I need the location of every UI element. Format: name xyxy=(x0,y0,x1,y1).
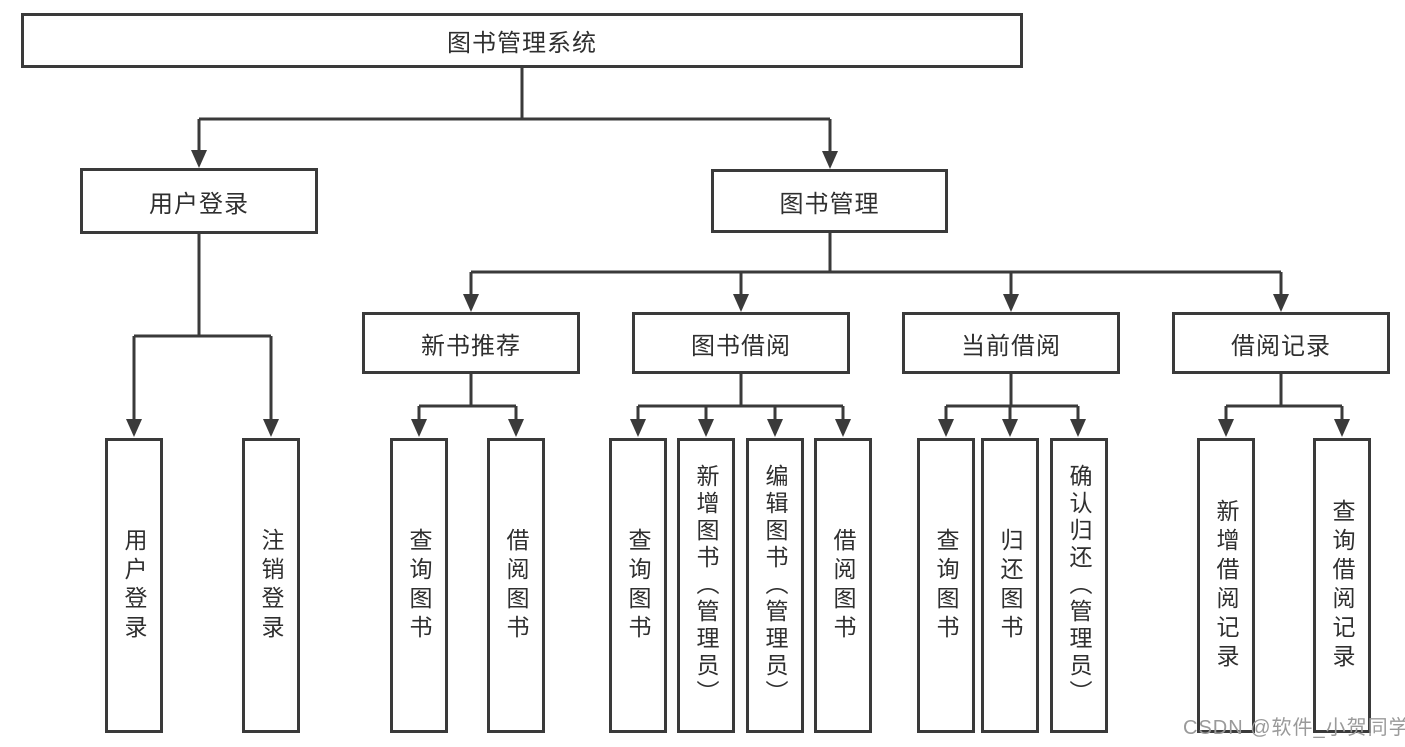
arrowhead xyxy=(767,419,783,437)
leaf-add-borrow-record: 新增借阅记录 xyxy=(1197,438,1255,733)
leaf-query-borrow-record: 查询借阅记录 xyxy=(1313,438,1371,733)
arrowhead xyxy=(698,419,714,437)
node-user-login: 用户登录 xyxy=(80,168,318,234)
node-borrowing-records: 借阅记录 xyxy=(1172,312,1390,374)
arrowhead xyxy=(822,151,838,169)
arrowhead xyxy=(1218,419,1234,437)
node-book-borrowing: 图书借阅 xyxy=(632,312,850,374)
arrowhead xyxy=(630,419,646,437)
leaf-confirm-return-admin: 确认归还（管理员） xyxy=(1050,438,1108,733)
node-current-borrowing: 当前借阅 xyxy=(902,312,1120,374)
arrowhead xyxy=(1003,294,1019,312)
arrowhead xyxy=(733,294,749,312)
leaf-add-books-admin: 新增图书（管理员） xyxy=(677,438,735,733)
arrowhead xyxy=(126,419,142,437)
arrowhead xyxy=(1070,419,1086,437)
leaf-user-login: 用户登录 xyxy=(105,438,163,733)
node-new-book-recommend: 新书推荐 xyxy=(362,312,580,374)
node-book-management: 图书管理 xyxy=(711,169,948,233)
leaf-return-books: 归还图书 xyxy=(981,438,1039,733)
arrowhead xyxy=(411,419,427,437)
leaf-logout: 注销登录 xyxy=(242,438,300,733)
node-library-system: 图书管理系统 xyxy=(21,13,1023,68)
arrowhead xyxy=(835,419,851,437)
watermark: CSDN @软件_小贺同学 xyxy=(1183,717,1405,739)
arrowhead xyxy=(263,419,279,437)
arrowhead xyxy=(1002,419,1018,437)
leaf-query-books: 查询图书 xyxy=(917,438,975,733)
arrowhead xyxy=(938,419,954,437)
leaf-borrow-books: 借阅图书 xyxy=(814,438,872,733)
arrowhead xyxy=(191,150,207,168)
leaf-query-books: 查询图书 xyxy=(609,438,667,733)
leaf-edit-books-admin: 编辑图书（管理员） xyxy=(746,438,804,733)
arrowhead xyxy=(1334,419,1350,437)
arrowhead xyxy=(508,419,524,437)
arrowhead xyxy=(463,294,479,312)
leaf-borrow-books: 借阅图书 xyxy=(487,438,545,733)
leaf-query-books: 查询图书 xyxy=(390,438,448,733)
arrowhead xyxy=(1273,294,1289,312)
